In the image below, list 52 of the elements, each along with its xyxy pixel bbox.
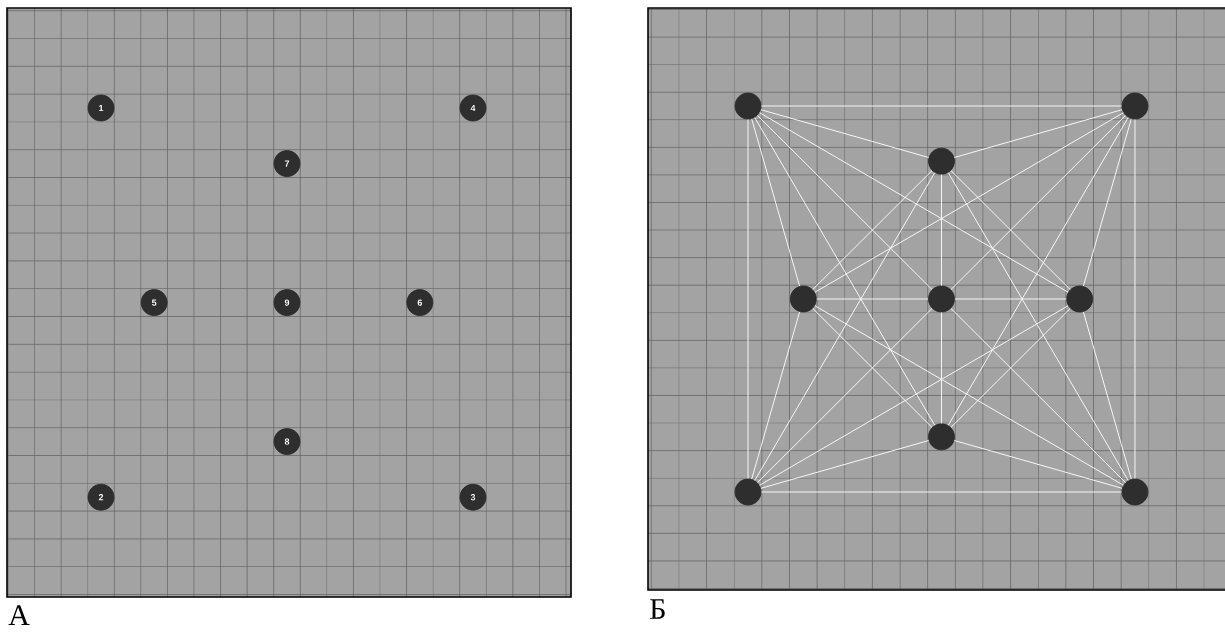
- connecting-line: [760, 491, 1122, 493]
- connecting-line: [947, 172, 1129, 481]
- connecting-line: [747, 118, 749, 480]
- connecting-line: [760, 440, 930, 489]
- connecting-line: [757, 115, 933, 290]
- connecting-line: [759, 305, 1069, 486]
- connecting-line: [760, 105, 1122, 107]
- ball: [1121, 478, 1149, 506]
- connecting-line: [947, 117, 1129, 426]
- numbered-ball: 4: [459, 94, 487, 122]
- numbered-ball: 7: [273, 150, 301, 177]
- panel-letter: Б: [650, 599, 665, 619]
- numbered-ball: 6: [406, 289, 434, 316]
- ball: [1066, 285, 1094, 313]
- connecting-line: [950, 170, 1071, 290]
- connecting-line: [812, 170, 933, 290]
- connecting-line: [950, 308, 1071, 428]
- connecting-line: [812, 308, 933, 428]
- connecting-line: [757, 308, 933, 483]
- connecting-line: [751, 118, 801, 287]
- numbered-ball: 1: [87, 94, 115, 122]
- ball: [789, 285, 817, 313]
- connecting-line: [759, 112, 1069, 293]
- ball: [734, 478, 762, 506]
- connecting-line: [953, 109, 1123, 158]
- ball: [928, 423, 955, 451]
- connecting-line: [760, 109, 930, 158]
- connecting-line: [941, 174, 942, 287]
- connecting-line: [1082, 311, 1132, 480]
- numbered-ball: 2: [87, 483, 115, 511]
- connecting-line: [754, 117, 936, 426]
- connecting-line: [941, 311, 942, 424]
- connecting-line: [816, 298, 929, 300]
- connecting-line: [754, 172, 936, 481]
- numbered-ball: 3: [459, 483, 487, 511]
- connecting-line: [950, 308, 1126, 483]
- ball: [734, 92, 762, 120]
- connecting-line: [1134, 118, 1136, 480]
- connecting-line: [751, 311, 801, 480]
- connecting-line: [1082, 118, 1132, 287]
- ball: [928, 147, 955, 175]
- ball: [928, 285, 955, 313]
- numbered-ball: 9: [273, 289, 301, 316]
- numbered-ball: 8: [273, 428, 301, 455]
- connecting-line: [954, 298, 1067, 300]
- panel-letter: А: [8, 605, 30, 625]
- ball: [1121, 92, 1149, 120]
- connecting-line: [814, 112, 1124, 293]
- numbered-ball: 5: [140, 289, 168, 316]
- connecting-line: [814, 305, 1124, 486]
- connecting-line: [953, 440, 1123, 489]
- connecting-line: [950, 115, 1126, 290]
